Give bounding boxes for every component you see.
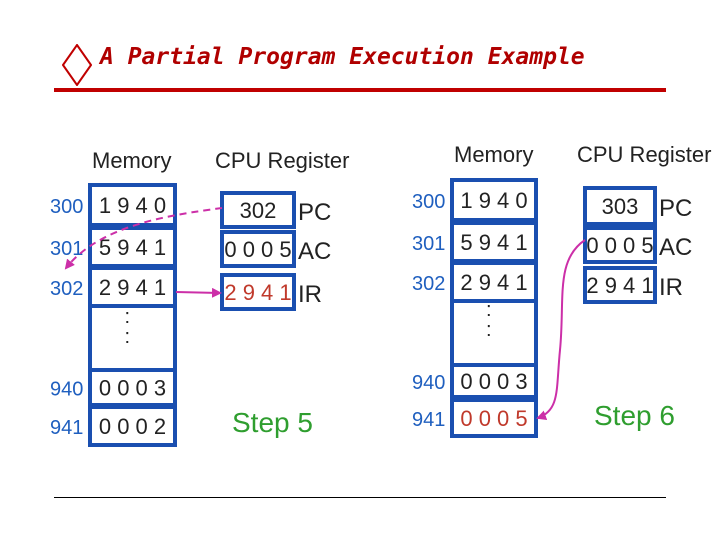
memory-address: 940 bbox=[412, 372, 445, 394]
register-value: 302 bbox=[240, 198, 277, 223]
pc-to-memory-arrow bbox=[64, 207, 223, 270]
register-value: 0 0 0 5 bbox=[586, 233, 653, 258]
memory-address: 941 bbox=[412, 409, 445, 431]
memory-cell bbox=[88, 405, 177, 447]
fetch-to-ir-arrow bbox=[175, 287, 222, 298]
bottom-rule bbox=[54, 497, 666, 498]
step-label: Step 6 bbox=[594, 400, 675, 431]
memory-gap-cell bbox=[88, 304, 177, 372]
register-value: 303 bbox=[602, 194, 639, 219]
memory-address: 300 bbox=[412, 191, 445, 213]
slide-title: A Partial Program Execution Example bbox=[100, 44, 585, 70]
register-cell bbox=[583, 226, 657, 264]
ac-to-memory-arrow bbox=[536, 239, 586, 420]
memory-value: 1 9 4 0 bbox=[99, 193, 166, 218]
diamond-bullet-icon bbox=[62, 44, 92, 86]
memory-cell bbox=[450, 178, 538, 222]
memory-address: 302 bbox=[412, 273, 445, 295]
register-cell bbox=[220, 191, 296, 229]
ellipsis-dots: : bbox=[125, 326, 131, 348]
memory-address: 301 bbox=[412, 233, 445, 255]
register-cell bbox=[583, 186, 657, 226]
register-cell bbox=[220, 230, 296, 268]
register-value: 2 9 4 1 bbox=[224, 280, 291, 305]
memory-value: 2 9 4 1 bbox=[460, 270, 527, 295]
memory-gap-cell bbox=[450, 299, 538, 367]
panel-1: Memory CPU Register 1 9 4 0 300 5 9 4 1 301 2 … bbox=[50, 148, 349, 447]
memory-address: 941 bbox=[50, 417, 83, 439]
register-name: AC bbox=[298, 238, 331, 265]
memory-value: 0 0 0 2 bbox=[99, 414, 166, 439]
memory-label: Memory bbox=[92, 148, 171, 173]
memory-value: 0 0 0 5 bbox=[460, 406, 527, 431]
register-label: CPU Register bbox=[577, 142, 711, 167]
register-label: CPU Register bbox=[215, 148, 349, 173]
register-value: 2 9 4 1 bbox=[586, 273, 653, 298]
memory-value: 5 9 4 1 bbox=[99, 235, 166, 260]
memory-address: 302 bbox=[50, 278, 83, 300]
step-label: Step 5 bbox=[232, 407, 313, 438]
register-cell bbox=[583, 266, 657, 304]
memory-value: 5 9 4 1 bbox=[460, 230, 527, 255]
ellipsis-dots: : bbox=[486, 299, 492, 321]
register-name: IR bbox=[659, 274, 683, 301]
memory-cell bbox=[450, 398, 538, 438]
register-cell bbox=[220, 273, 296, 311]
memory-address: 301 bbox=[50, 238, 83, 260]
title-underline bbox=[54, 88, 666, 92]
register-value: 0 0 0 5 bbox=[224, 237, 291, 262]
memory-address: 940 bbox=[50, 379, 83, 401]
register-name: AC bbox=[659, 234, 692, 261]
memory-value: 0 0 0 3 bbox=[460, 369, 527, 394]
ellipsis-dots: : bbox=[486, 319, 492, 341]
register-name: PC bbox=[298, 199, 331, 226]
memory-value: 0 0 0 3 bbox=[99, 376, 166, 401]
memory-address: 300 bbox=[50, 196, 83, 218]
register-name: IR bbox=[298, 281, 322, 308]
memory-label: Memory bbox=[454, 142, 533, 167]
ellipsis-dots: : bbox=[125, 306, 131, 328]
memory-cell bbox=[88, 266, 177, 308]
memory-cell bbox=[450, 221, 538, 263]
memory-value: 2 9 4 1 bbox=[99, 275, 166, 300]
panel-2: Memory CPU Register 1 9 4 0 300 5 9 4 1 301 2 … bbox=[412, 142, 711, 438]
register-name: PC bbox=[659, 195, 692, 222]
memory-value: 1 9 4 0 bbox=[460, 188, 527, 213]
